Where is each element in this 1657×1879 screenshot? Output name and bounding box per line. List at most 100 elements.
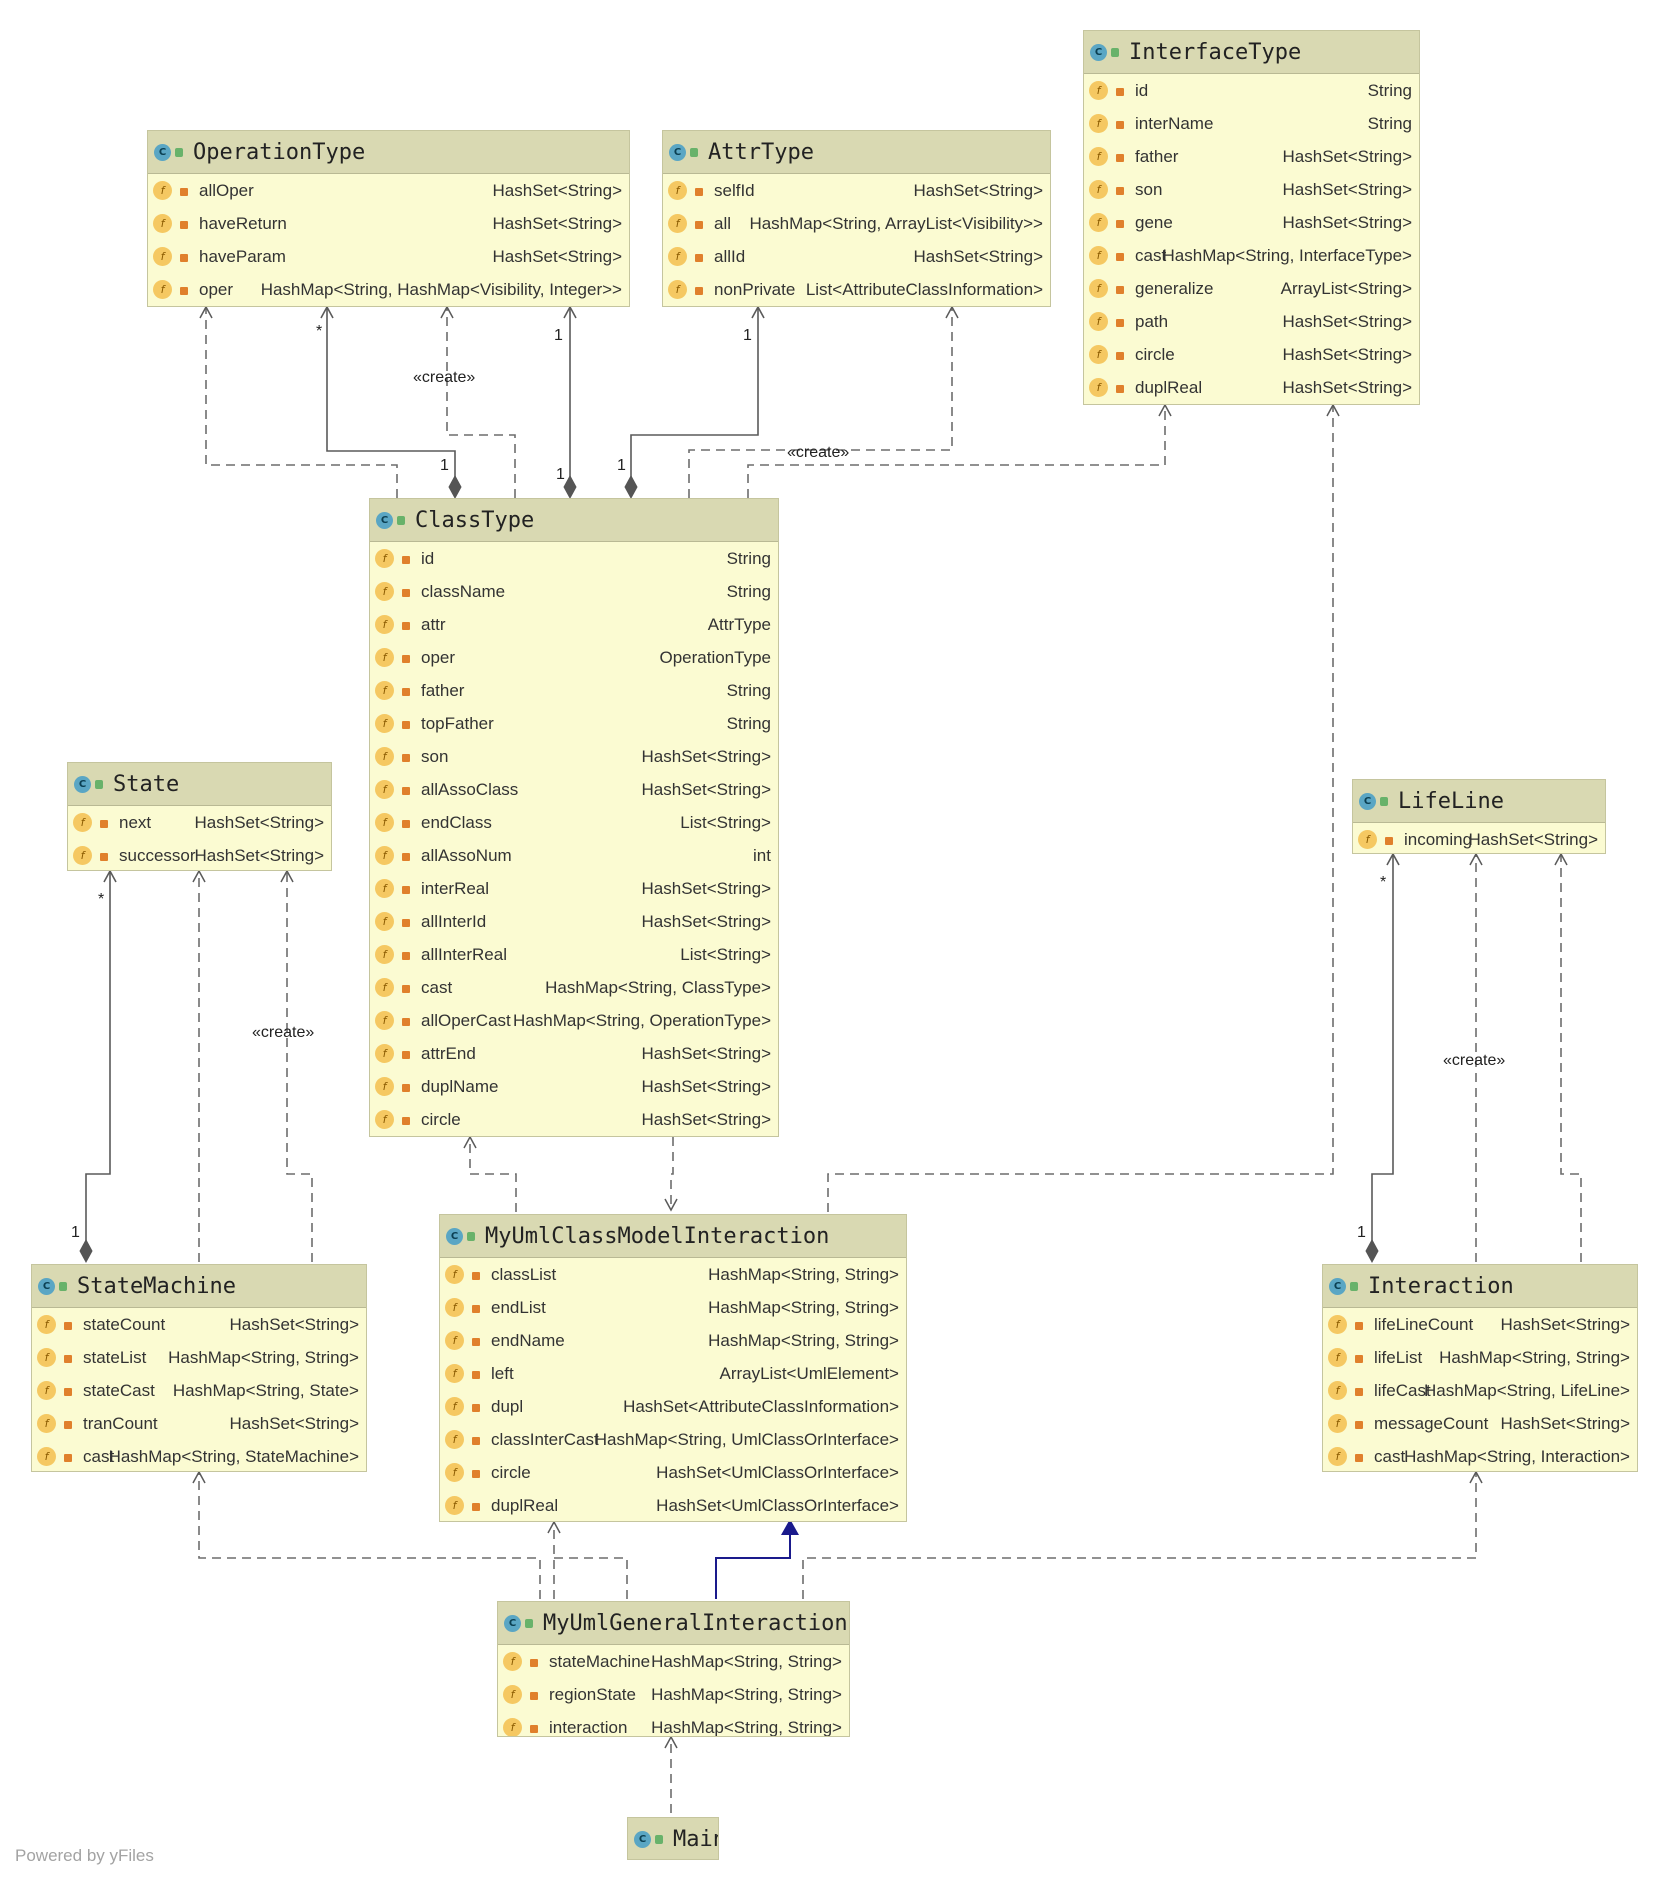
field-icon: f	[375, 1110, 394, 1129]
private-lock-icon	[1355, 1354, 1363, 1363]
field-type: String	[1367, 80, 1412, 100]
field-name: duplName	[421, 1076, 499, 1096]
field-name: attr	[421, 614, 446, 634]
private-lock-icon	[402, 885, 410, 894]
field-icon: f	[37, 1348, 56, 1367]
dep-general-interaction	[802, 1472, 1477, 1599]
field-name: allInterId	[421, 911, 487, 931]
field-name: haveReturn	[199, 213, 287, 233]
private-lock-icon	[472, 1337, 480, 1346]
class-name: MyUmlClassModelInteraction	[485, 1223, 830, 1249]
field-name: all	[714, 213, 732, 233]
field-name: lifeLineCount	[1374, 1314, 1474, 1334]
field-name: lifeList	[1374, 1347, 1423, 1367]
label-create-lifeline: «create»	[1443, 1052, 1506, 1069]
class-main[interactable]: CMain	[627, 1817, 719, 1860]
private-lock-icon	[402, 1050, 410, 1059]
field-name: lifeCast	[1374, 1380, 1431, 1400]
field-icon: f	[375, 1077, 394, 1096]
class-icon: C	[1090, 43, 1107, 61]
field-name: stateCast	[83, 1380, 155, 1400]
field-type: HashSet<String>	[1282, 311, 1412, 331]
field-type: HashMap<String, String>	[168, 1347, 359, 1367]
private-lock-icon	[402, 1083, 410, 1092]
field-name: allId	[714, 246, 746, 266]
arrowhead-comp-lifeline	[1386, 852, 1400, 866]
field-icon: f	[153, 247, 172, 266]
private-lock-icon	[402, 720, 410, 729]
field-name: father	[421, 680, 465, 700]
